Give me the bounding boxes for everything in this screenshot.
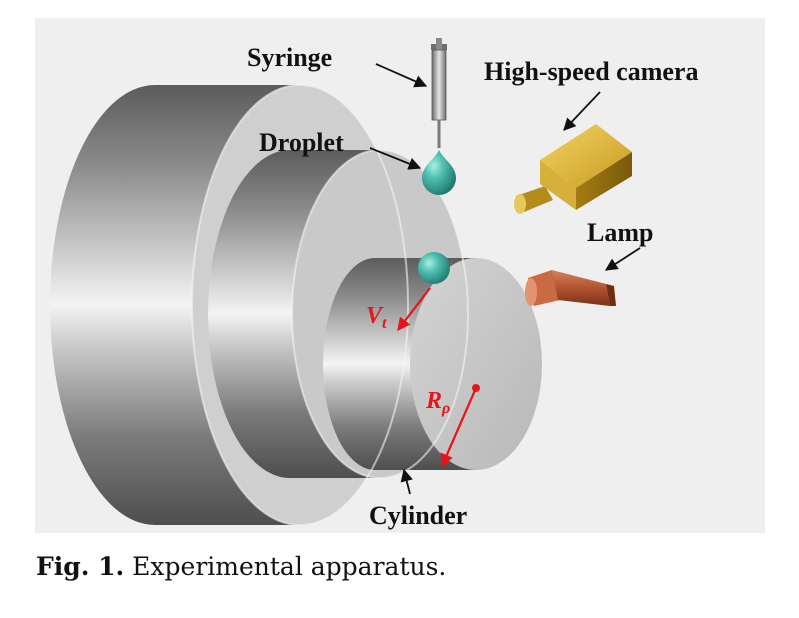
lamp-label: Lamp — [587, 218, 653, 247]
lamp — [525, 270, 616, 306]
camera-body-front — [540, 160, 576, 210]
rim-highlight — [291, 149, 469, 479]
droplet-falling — [422, 150, 456, 195]
velocity-symbol: Vt — [366, 303, 387, 332]
syringe-plunger-rod — [436, 38, 442, 50]
syringe — [431, 38, 447, 148]
syringe-label: Syringe — [247, 43, 332, 72]
camera-lens-front — [514, 194, 526, 214]
cylinder-label: Cylinder — [369, 501, 467, 530]
radius-symbol: Rρ — [425, 388, 450, 417]
rim-highlight — [191, 84, 409, 526]
radius-arrow — [440, 387, 478, 468]
camera-body-side — [576, 152, 632, 210]
syringe-barrel — [431, 49, 447, 121]
camera-label: High-speed camera — [484, 57, 698, 86]
shaft-end-face — [410, 258, 542, 470]
droplet-pointer — [369, 147, 422, 170]
camera-body-top — [540, 124, 632, 188]
caption-text: Experimental apparatus. — [124, 552, 447, 581]
high-speed-camera — [514, 124, 632, 214]
lamp-face — [525, 278, 537, 306]
camera-pointer — [563, 91, 601, 131]
cylinder-assembly — [50, 84, 542, 526]
lamp-body-end — [606, 284, 616, 306]
lamp-pointer — [604, 247, 641, 271]
droplet-on-cylinder — [418, 252, 450, 284]
figure-caption: Fig. 1. Experimental apparatus. — [36, 552, 446, 581]
lamp-body — [552, 270, 610, 306]
velocity-arrow — [397, 287, 431, 332]
syringe-pointer — [375, 63, 428, 88]
droplet-label: Droplet — [259, 128, 344, 157]
syringe-needle — [437, 120, 441, 148]
caption-prefix: Fig. 1. — [36, 552, 125, 581]
cylinder-pointer — [400, 468, 413, 495]
